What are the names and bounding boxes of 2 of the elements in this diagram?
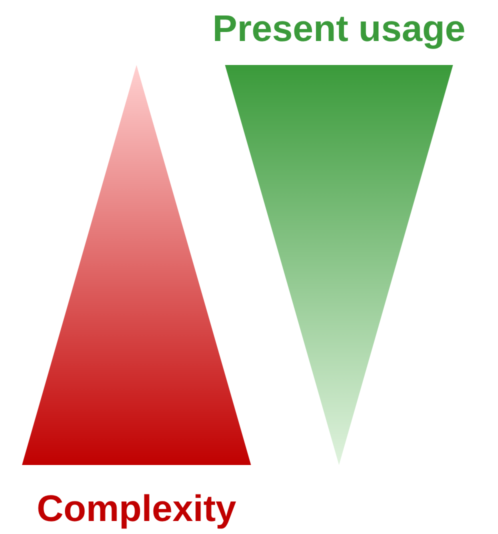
triangle-label: Complexity: [36, 487, 236, 531]
triangle-label: Present usage: [212, 7, 466, 51]
